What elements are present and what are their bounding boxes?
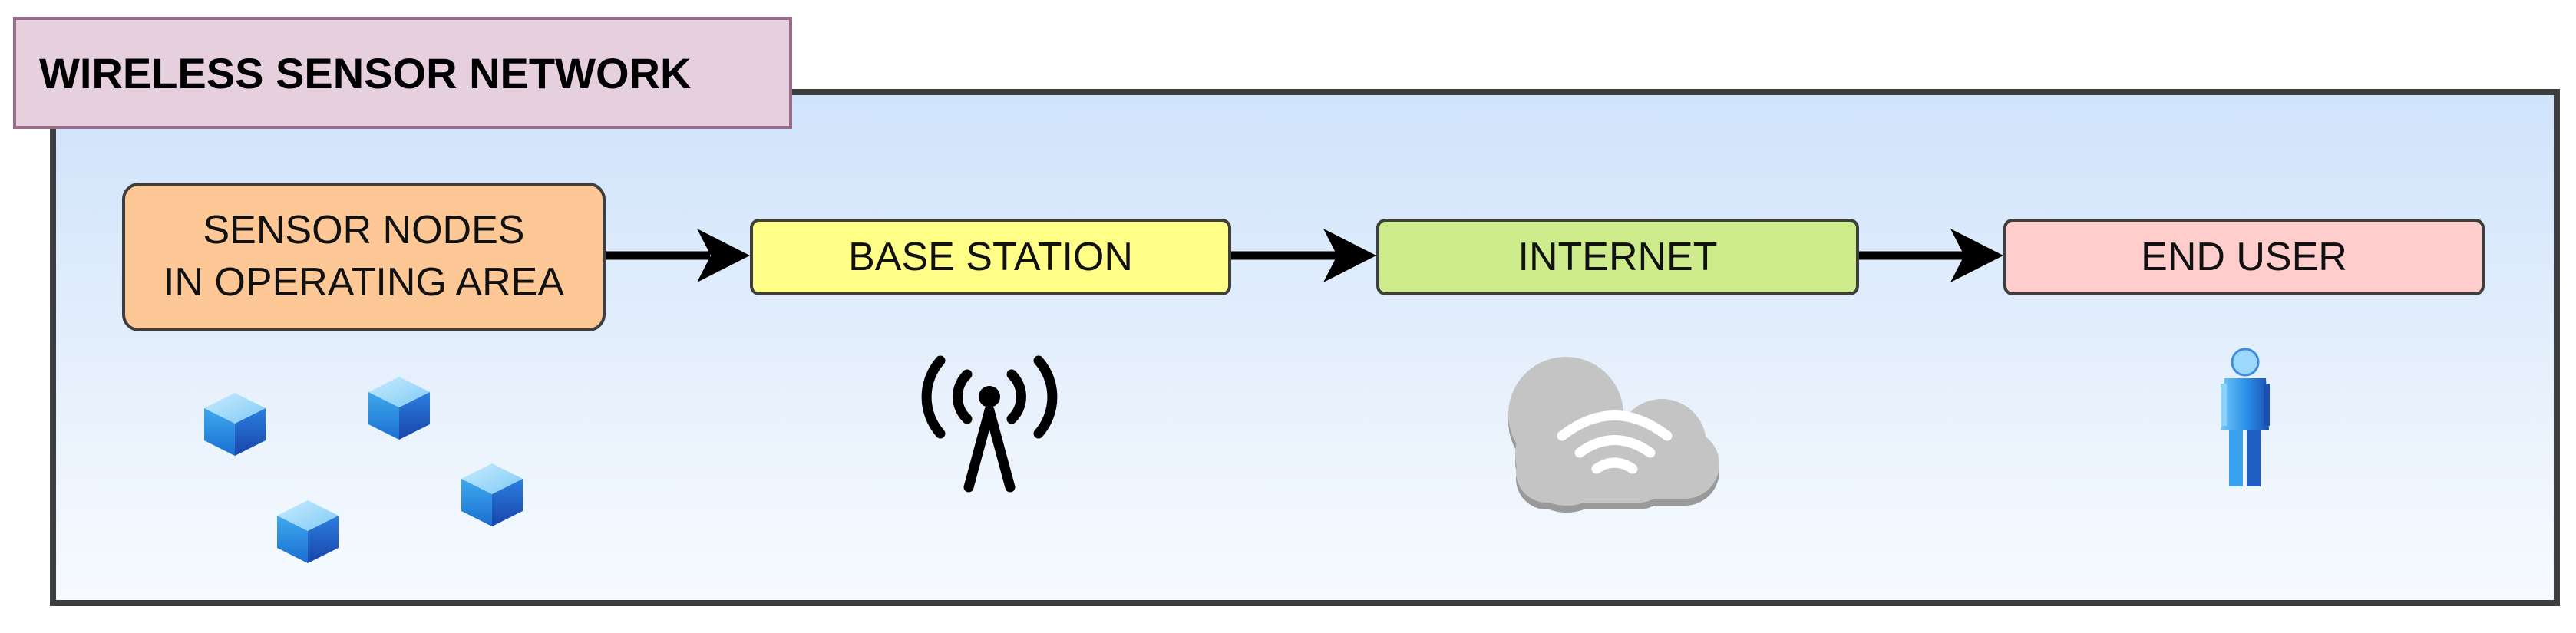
node-sensor-nodes-label: SENSOR NODES IN OPERATING AREA	[163, 208, 565, 305]
diagram-title: WIRELESS SENSOR NETWORK	[13, 17, 792, 129]
cube-icon	[204, 393, 266, 456]
antenna-icon	[921, 355, 1058, 493]
diagram-title-text: WIRELESS SENSOR NETWORK	[39, 48, 692, 97]
arrow-base-to-internet	[1231, 229, 1376, 282]
cube-icon	[461, 463, 523, 526]
cloud-wifi-icon	[1508, 357, 1719, 513]
node-sensor-nodes: SENSOR NODES IN OPERATING AREA	[122, 183, 606, 331]
node-end-user-label: END USER	[2141, 235, 2347, 279]
arrow-sensor-to-base	[606, 229, 750, 282]
node-internet-label: INTERNET	[1518, 235, 1718, 279]
node-end-user: END USER	[2003, 219, 2485, 295]
person-icon	[2221, 348, 2270, 486]
node-base-station: BASE STATION	[750, 219, 1231, 295]
arrow-internet-to-enduser	[1859, 229, 2003, 282]
node-base-station-label: BASE STATION	[848, 235, 1133, 279]
cube-icon	[277, 500, 339, 563]
cube-icon	[368, 377, 430, 440]
node-internet: INTERNET	[1376, 219, 1859, 295]
network-frame	[50, 89, 2560, 606]
